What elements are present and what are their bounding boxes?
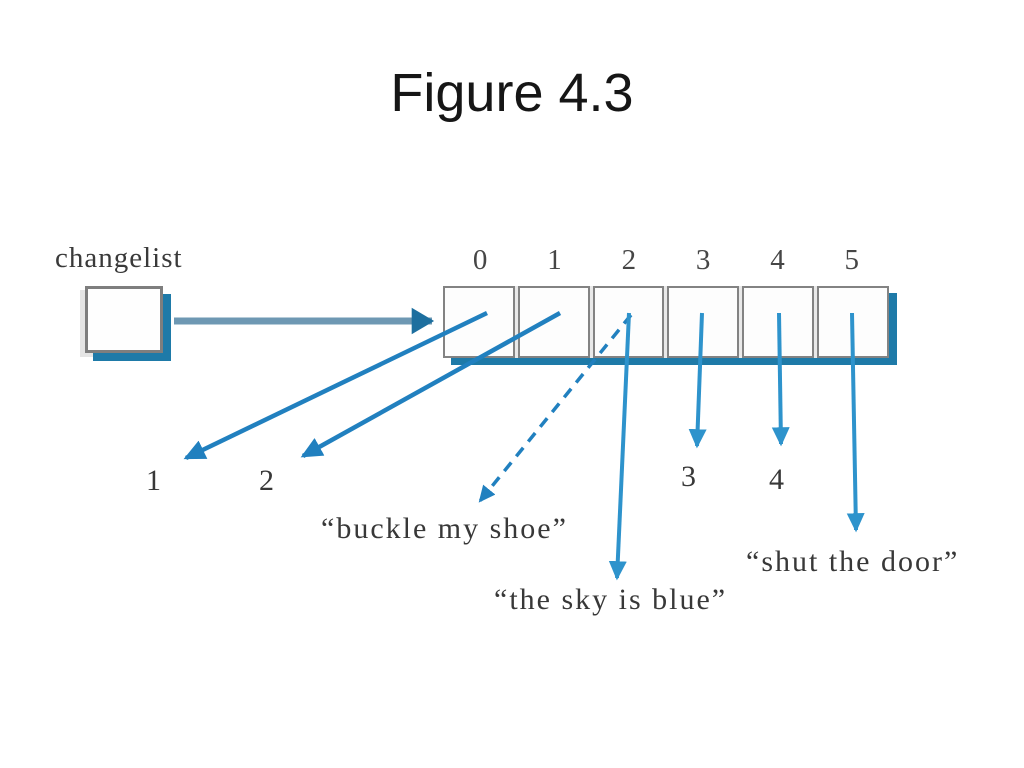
array-box [443, 286, 889, 358]
array-index-4: 4 [770, 244, 785, 276]
target-label-the-sky-is-blue: “the sky is blue” [494, 583, 728, 616]
array-index-row: 0 1 2 3 4 5 [443, 244, 889, 278]
arrow-cell0-to-1 [183, 310, 488, 461]
pointer-variable-box [85, 286, 163, 353]
target-label-1: 1 [146, 464, 161, 497]
array-index-0: 0 [472, 244, 488, 276]
variable-label: changelist [55, 242, 183, 274]
array-cell-4 [742, 286, 815, 358]
slide-title: Figure 4.3 [390, 63, 634, 123]
array-cell-0 [443, 286, 515, 358]
array-index-5: 5 [844, 244, 860, 276]
target-label-shut-the-door: “shut the door” [746, 545, 960, 578]
target-label-2: 2 [259, 464, 274, 497]
array-cell-3 [667, 286, 740, 358]
array-cell-1 [517, 286, 590, 358]
array-index-1: 1 [547, 244, 562, 276]
target-label-3: 3 [681, 460, 696, 493]
array-index-2: 2 [621, 244, 637, 276]
array-cell-2 [592, 286, 665, 358]
array-index-3: 3 [695, 244, 711, 276]
target-label-buckle-my-shoe: “buckle my shoe” [321, 512, 568, 545]
target-label-4: 4 [769, 463, 784, 496]
array-cell-5 [817, 286, 889, 358]
